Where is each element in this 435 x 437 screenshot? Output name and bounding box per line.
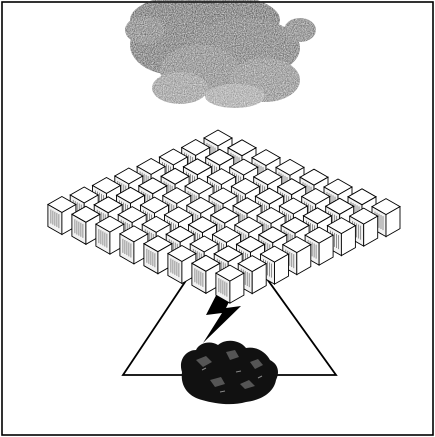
server-cube [348,207,379,247]
server-cube [190,254,221,295]
coal-pile-icon [180,340,278,405]
server-cube [94,215,125,255]
server-cube [281,236,312,276]
server-cube [304,226,335,266]
smoke-cloud-icon [125,0,316,108]
server-cube [166,244,197,285]
server-grid [46,129,401,304]
server-cube [214,264,245,304]
